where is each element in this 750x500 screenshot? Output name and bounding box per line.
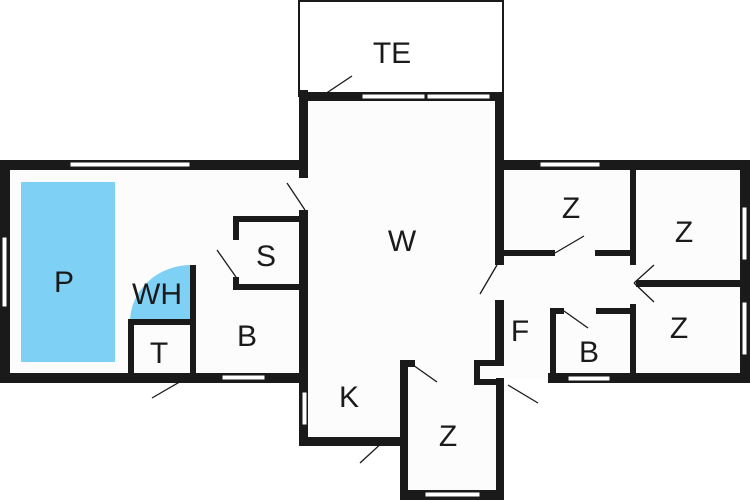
label-bedroom-bottom: Z bbox=[439, 420, 457, 453]
whirlpool bbox=[130, 265, 191, 322]
label-bedroom-top-left: Z bbox=[562, 192, 580, 225]
label-whirlpool: WH bbox=[132, 278, 182, 311]
pool bbox=[21, 182, 115, 362]
doors bbox=[151, 75, 655, 464]
label-bedroom-top-right: Z bbox=[675, 216, 693, 249]
label-hall: F bbox=[511, 315, 529, 348]
windows bbox=[1, 93, 748, 498]
label-living: W bbox=[388, 225, 417, 258]
label-pool: P bbox=[54, 266, 74, 299]
label-terrace: TE bbox=[373, 37, 411, 70]
label-bedroom-bottom-right: Z bbox=[670, 312, 688, 345]
label-toilet: T bbox=[150, 337, 168, 370]
label-kitchen: K bbox=[339, 381, 359, 414]
label-bath-left: B bbox=[237, 320, 257, 353]
room-labels: TE W P WH S T B K Z F B Z Z Z bbox=[54, 37, 693, 453]
label-sauna: S bbox=[256, 240, 276, 273]
label-bath-right: B bbox=[579, 336, 599, 369]
